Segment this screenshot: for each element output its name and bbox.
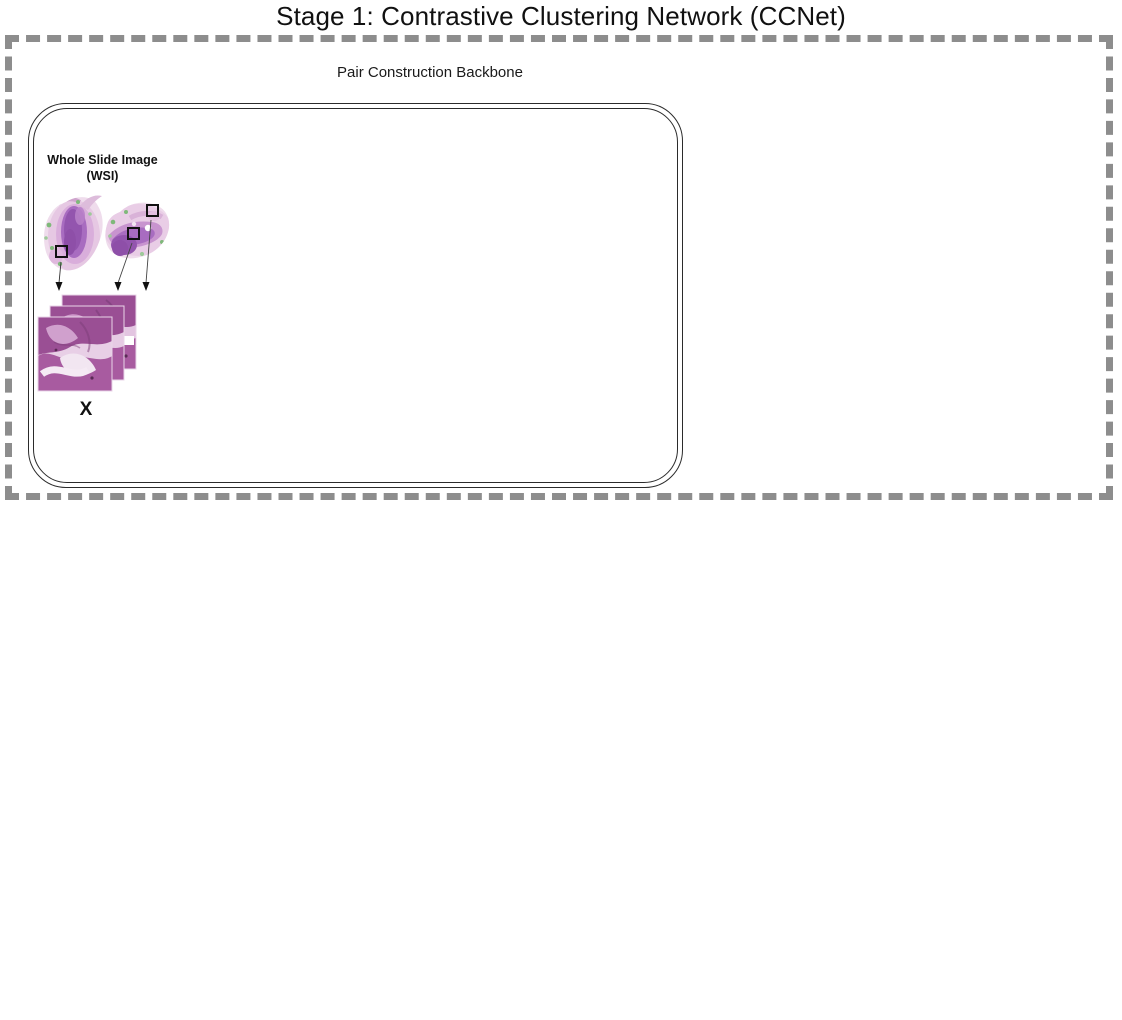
page-title: Stage 1: Contrastive Clustering Network …	[276, 1, 846, 31]
stage-1-dashed-container	[5, 35, 1113, 500]
patch-stack-label: X	[79, 399, 93, 420]
arrow-down-icon	[55, 261, 63, 291]
arrow-down-icon	[114, 242, 133, 291]
whole-slide-image-icon	[34, 190, 174, 300]
wsi-label: Whole Slide Image (WSI)	[30, 152, 175, 184]
roi-square-icon	[55, 245, 68, 258]
arrow-down-icon	[142, 219, 152, 291]
pair-construction-backbone-panel	[28, 103, 683, 488]
wsi-label-line-2: (WSI)	[86, 169, 119, 183]
histology-patch-icon	[37, 316, 113, 392]
wsi-slide-left	[44, 197, 103, 271]
module-subtitle: Pair Construction Backbone	[337, 64, 523, 81]
patch-stack	[36, 292, 151, 397]
wsi-label-line-1: Whole Slide Image	[47, 153, 158, 167]
wsi-slide-left-stalk	[80, 195, 102, 210]
roi-square-icon	[146, 204, 159, 217]
roi-square-icon	[127, 227, 140, 240]
